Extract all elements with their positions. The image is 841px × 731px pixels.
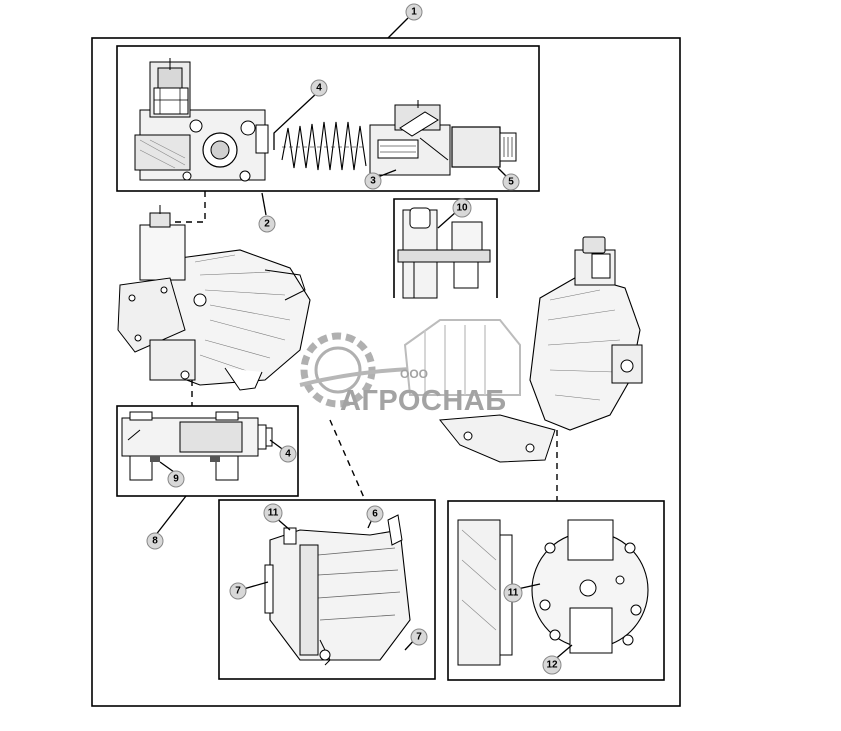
svg-text:9: 9 [173, 474, 179, 485]
svg-text:8: 8 [152, 536, 158, 547]
part-marker-4-top: 4 [310, 79, 328, 97]
pump-left [117, 205, 311, 391]
part-marker-8: 8 [146, 532, 164, 550]
part-marker-7-left: 7 [229, 582, 247, 600]
part-marker-2: 2 [258, 215, 276, 233]
part-marker-7-right: 7 [410, 628, 428, 646]
part-marker-10: 10 [452, 198, 472, 218]
detail-box-flange [447, 500, 665, 681]
part-marker-3: 3 [364, 172, 382, 190]
svg-text:10: 10 [456, 203, 468, 214]
part-marker-5: 5 [502, 173, 520, 191]
part-marker-1: 1 [405, 3, 423, 21]
svg-text:5: 5 [508, 177, 514, 188]
detail-box-8 [116, 405, 299, 497]
pump-right [439, 236, 643, 463]
svg-text:11: 11 [508, 588, 519, 599]
part-marker-12: 12 [542, 655, 562, 675]
svg-text:1: 1 [411, 7, 417, 18]
svg-text:4: 4 [285, 449, 291, 460]
agrosnab-watermark: ООО АГРОСНАБ [299, 319, 521, 417]
part-marker-11-pump: 11 [263, 503, 283, 523]
watermark-company-name: АГРОСНАБ [340, 385, 507, 417]
svg-text:12: 12 [546, 660, 558, 671]
connector-lines [170, 191, 558, 501]
part-marker-4-cylinder: 4 [279, 445, 297, 463]
control-valve-detail [116, 45, 540, 192]
svg-text:4: 4 [316, 83, 322, 94]
detail-box-10 [393, 198, 498, 299]
svg-text:11: 11 [268, 508, 279, 519]
svg-text:3: 3 [370, 176, 376, 187]
watermark-prefix: ООО [400, 367, 428, 381]
part-marker-6: 6 [366, 505, 384, 523]
part-marker-11-flange: 11 [503, 583, 523, 603]
svg-text:6: 6 [372, 509, 378, 520]
part-marker-9: 9 [167, 470, 185, 488]
svg-text:7: 7 [416, 632, 422, 643]
svg-text:2: 2 [264, 219, 270, 230]
detail-box-pump-section [218, 499, 436, 680]
svg-text:7: 7 [235, 586, 241, 597]
callout-markers: 1 2 3 4 4 5 6 7 7 8 9 10 11 11 12 [146, 3, 562, 675]
main-frame [91, 37, 681, 707]
